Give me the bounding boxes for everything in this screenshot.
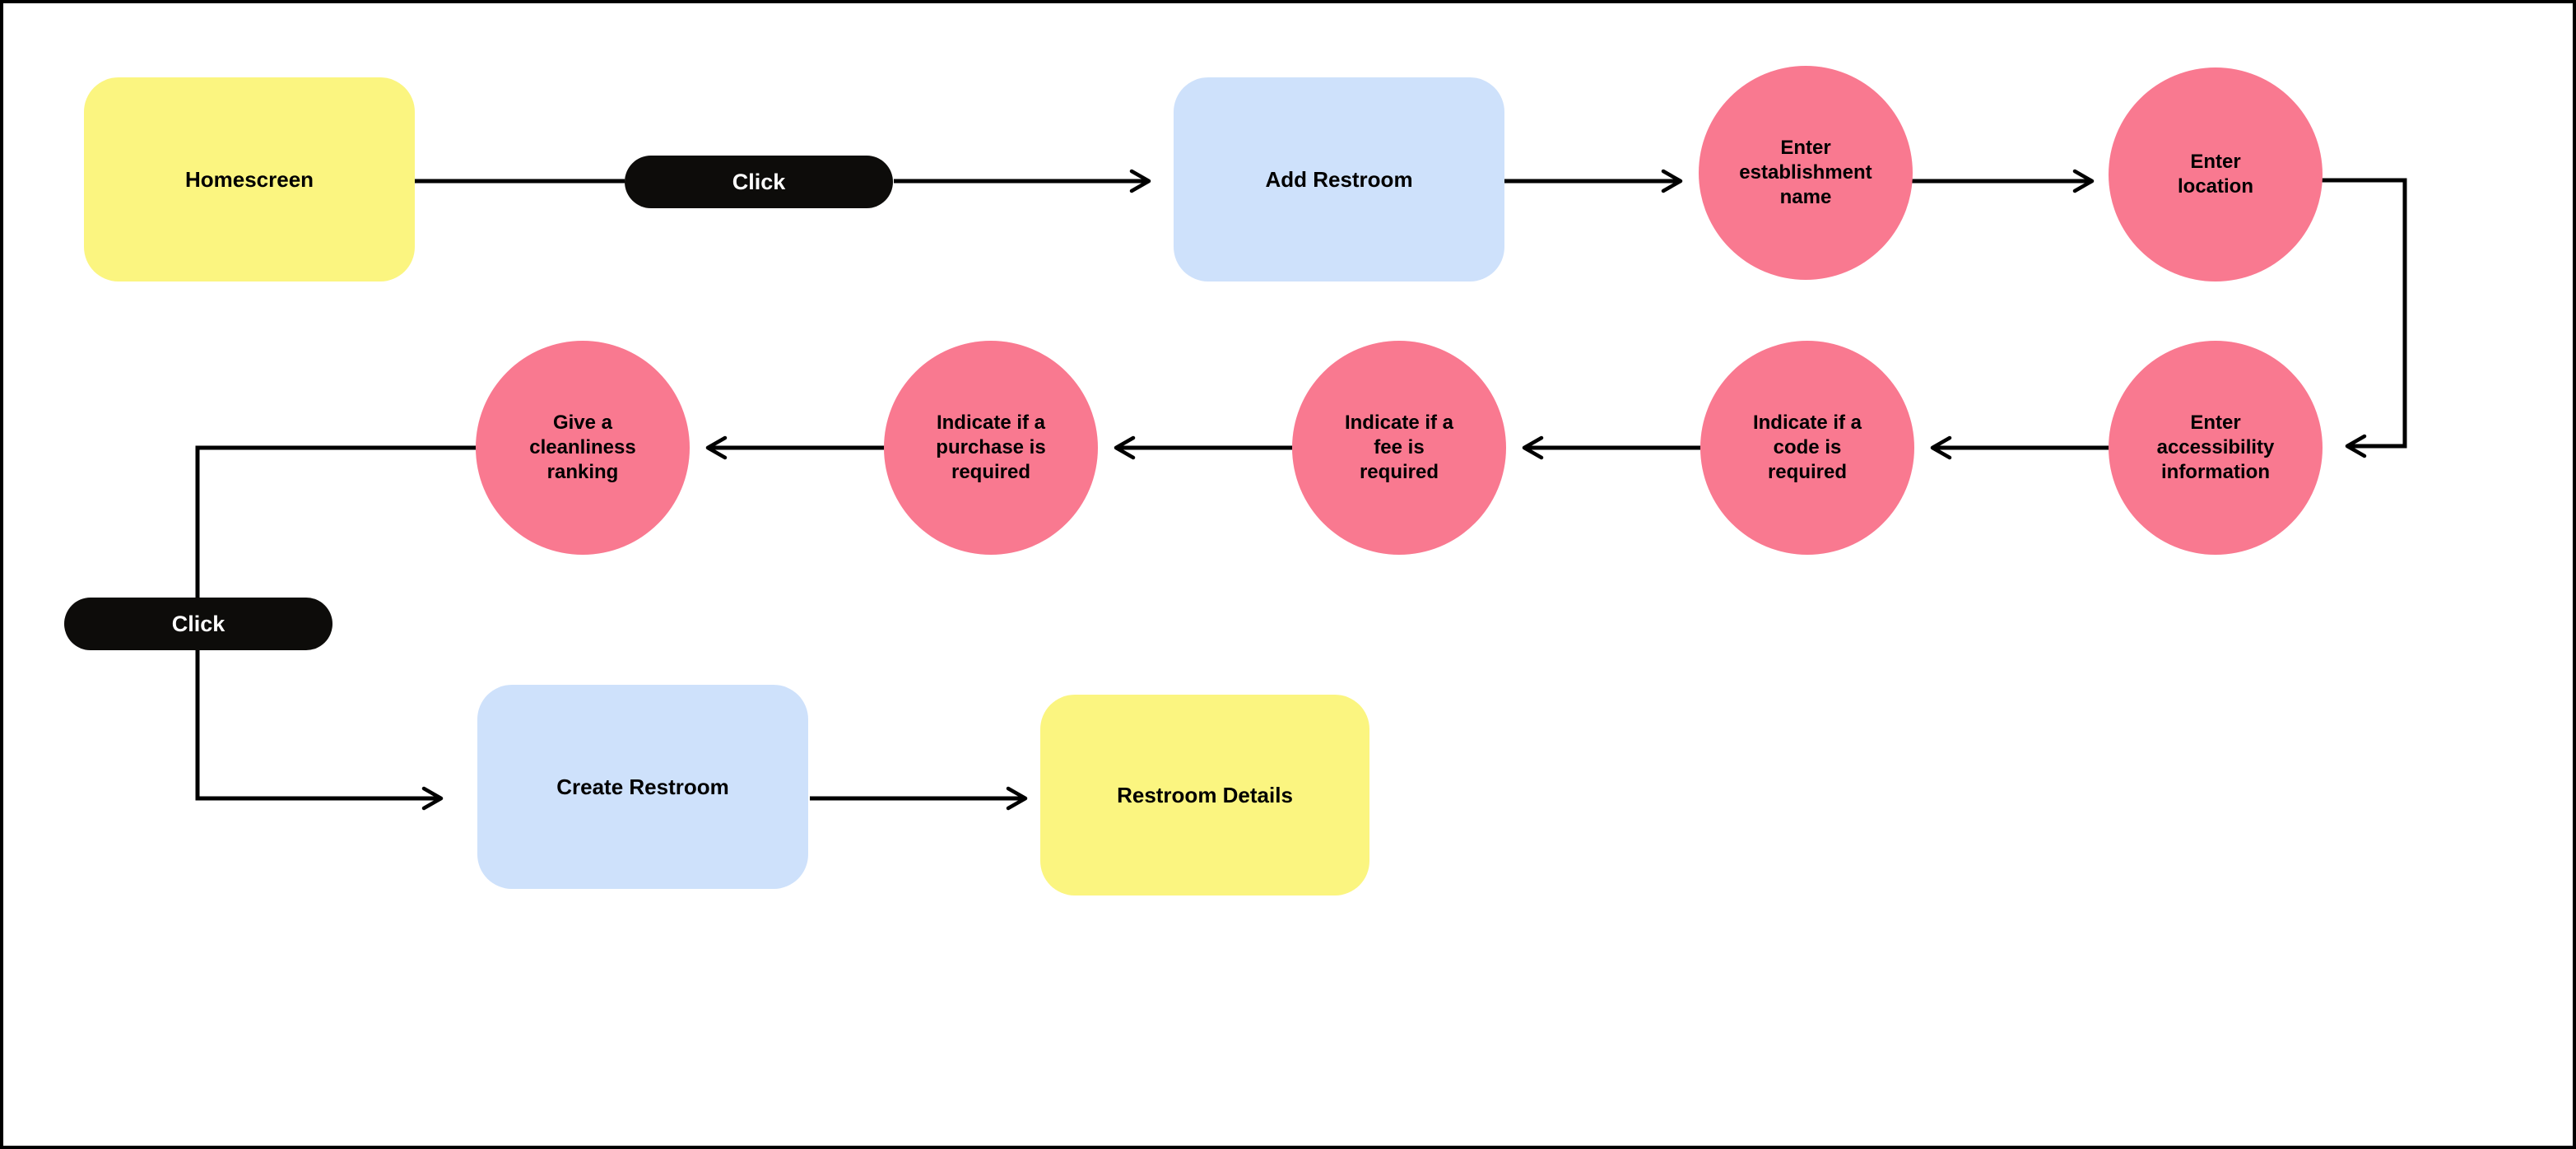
node-add-restroom[interactable]: Add Restroom	[1174, 77, 1504, 281]
node-enter-location[interactable]: Enter location	[2109, 67, 2323, 281]
node-restroom-details-label: Restroom Details	[1117, 783, 1293, 807]
node-indicate-purchase-required[interactable]: Indicate if a purchase is required	[884, 341, 1098, 555]
node-click-2-label: Click	[171, 611, 226, 636]
node-click-1[interactable]: Click	[625, 156, 893, 208]
node-click-2[interactable]: Click	[64, 598, 332, 650]
node-add-restroom-label: Add Restroom	[1265, 167, 1413, 192]
node-enter-accessibility-information[interactable]: Enter accessibility information	[2109, 341, 2323, 555]
node-indicate-code-required-label: Indicate if a code is required	[1752, 412, 1862, 483]
node-enter-accessibility-information-label: Enter accessibility information	[2156, 412, 2275, 483]
node-indicate-code-required[interactable]: Indicate if a code is required	[1700, 341, 1914, 555]
node-indicate-fee-required-label: Indicate if a fee is required	[1344, 412, 1454, 483]
node-enter-location-label: Enter location	[2177, 151, 2253, 198]
node-indicate-purchase-required-label: Indicate if a purchase is required	[936, 412, 1046, 483]
node-give-cleanliness-ranking[interactable]: Give a cleanliness ranking	[476, 341, 690, 555]
node-restroom-details[interactable]: Restroom Details	[1040, 695, 1369, 895]
node-create-restroom-label: Create Restroom	[556, 775, 729, 799]
node-enter-establishment-name[interactable]: Enter establishment name	[1699, 66, 1913, 280]
node-create-restroom[interactable]: Create Restroom	[477, 685, 808, 889]
node-give-cleanliness-ranking-label: Give a cleanliness ranking	[529, 412, 636, 483]
node-homescreen[interactable]: Homescreen	[84, 77, 415, 281]
node-enter-establishment-name-label: Enter establishment name	[1739, 137, 1872, 208]
node-click-1-label: Click	[732, 169, 786, 194]
node-homescreen-label: Homescreen	[184, 167, 314, 192]
node-indicate-fee-required[interactable]: Indicate if a fee is required	[1292, 341, 1506, 555]
edge-location-accessibility	[2321, 178, 2407, 458]
edges-layer	[195, 169, 2407, 811]
